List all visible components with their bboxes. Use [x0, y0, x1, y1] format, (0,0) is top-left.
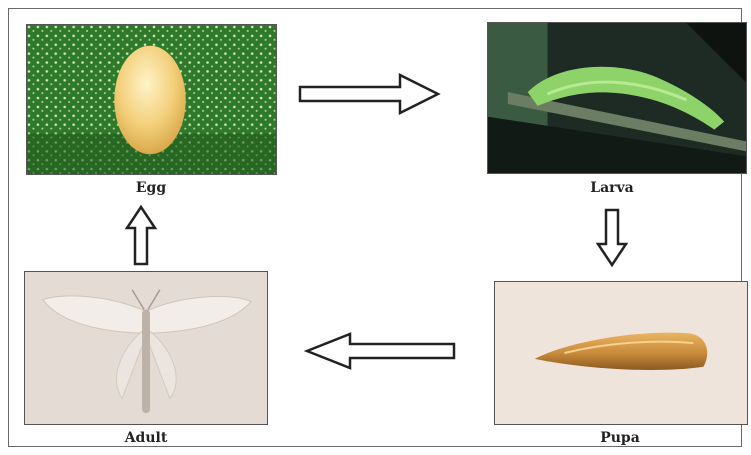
larva-label: Larva: [572, 180, 652, 196]
egg-photo: [26, 24, 277, 175]
adult-label: Adult: [111, 430, 181, 446]
arrow-egg-to-larva: [298, 73, 442, 115]
adult-photo: [24, 271, 268, 425]
arrow-pupa-to-adult: [304, 332, 458, 370]
egg-label: Egg: [116, 180, 186, 196]
arrow-larva-to-pupa: [596, 208, 628, 268]
adult-body: [142, 310, 150, 414]
arrow-adult-to-egg: [124, 204, 158, 266]
pupa-label: Pupa: [585, 430, 655, 446]
larva-photo: [487, 22, 747, 174]
pupa-photo: [494, 281, 748, 425]
egg-shape: [114, 46, 185, 155]
